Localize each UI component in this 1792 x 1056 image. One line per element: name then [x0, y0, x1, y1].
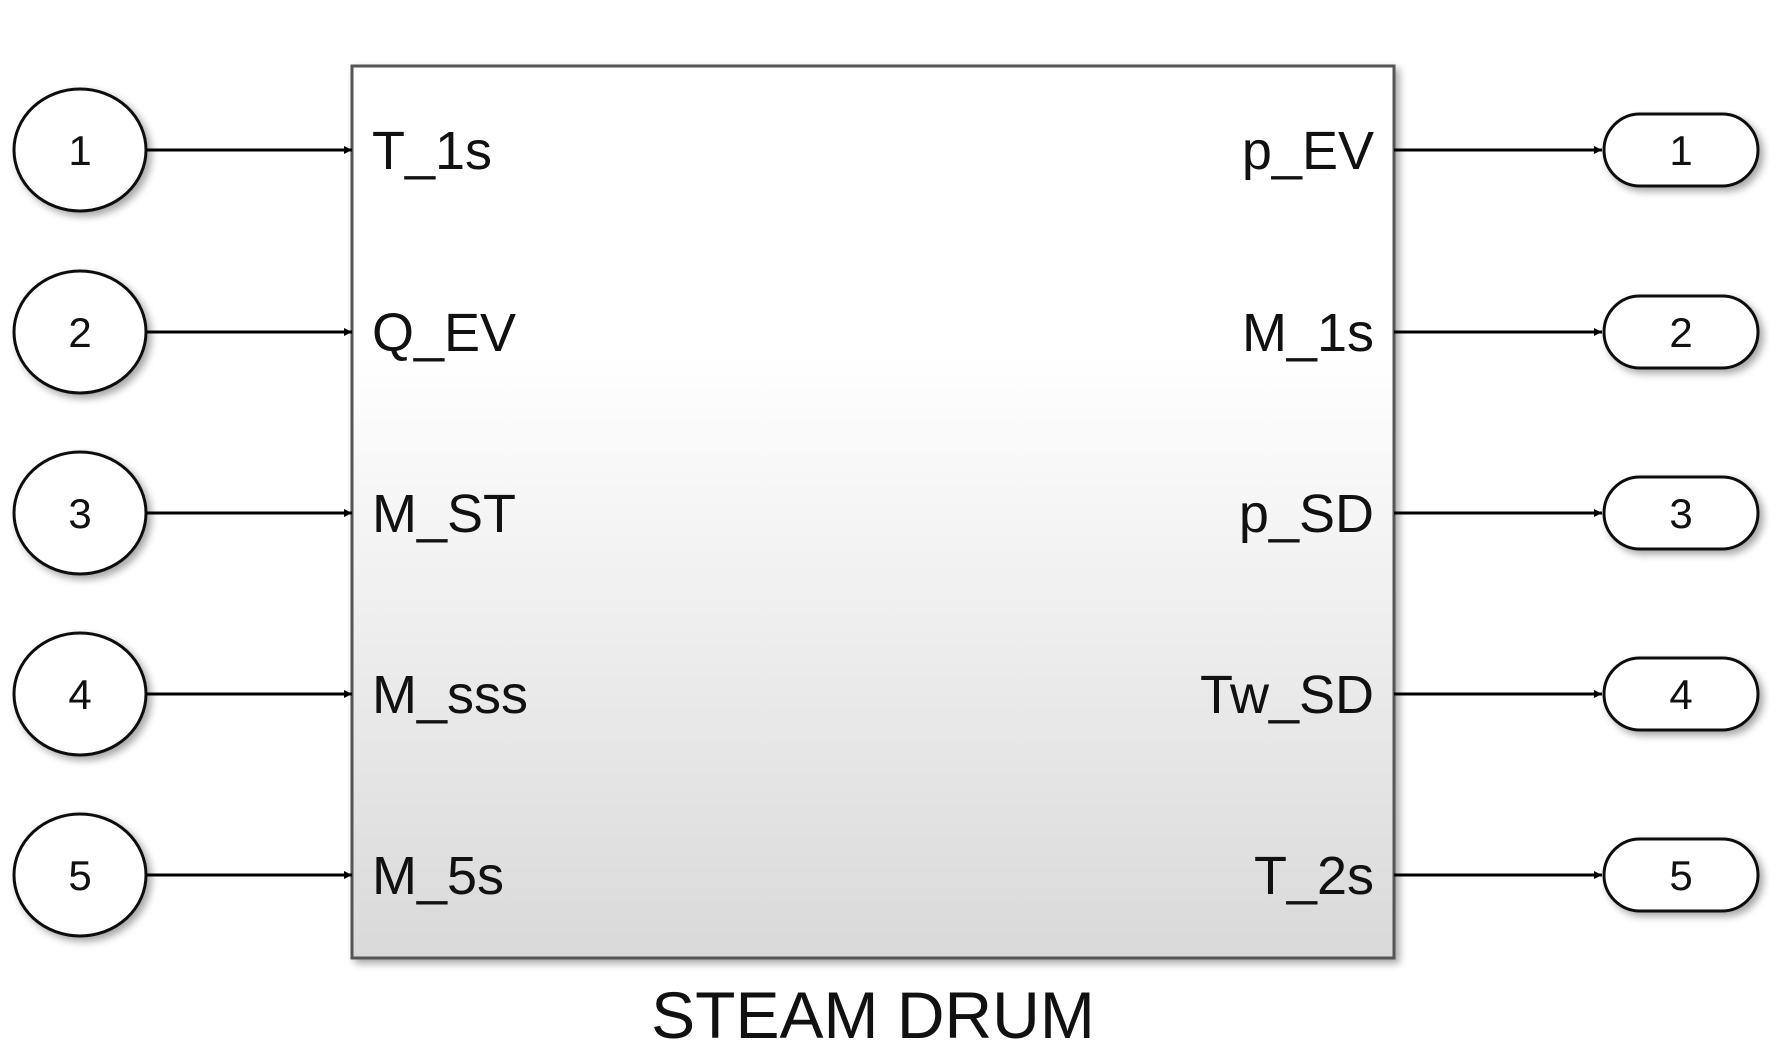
output-port-label: T_2s: [1254, 846, 1374, 906]
inport-number: 1: [68, 127, 91, 174]
outport-number: 2: [1669, 309, 1692, 356]
input-ports: 1 T_1s 2 Q_EV 3 M_ST 4 M_sss 5 M_5s: [12, 87, 528, 938]
outport-number: 3: [1669, 490, 1692, 537]
block-title: STEAM DRUM: [651, 978, 1095, 1052]
outport-2[interactable]: M_1s 2: [1242, 294, 1760, 370]
outport-number: 4: [1669, 671, 1692, 718]
outport-1[interactable]: p_EV 1: [1242, 112, 1760, 188]
input-port-label: M_5s: [372, 846, 504, 906]
inport-5[interactable]: 5 M_5s: [12, 812, 504, 938]
inport-number: 2: [68, 309, 91, 356]
inport-1[interactable]: 1 T_1s: [12, 87, 492, 213]
inport-number: 5: [68, 852, 91, 899]
input-port-label: Q_EV: [372, 303, 516, 363]
input-port-label: M_sss: [372, 665, 528, 725]
inport-4[interactable]: 4 M_sss: [12, 631, 528, 757]
outport-number: 1: [1669, 127, 1692, 174]
input-port-label: M_ST: [372, 484, 516, 544]
output-port-label: p_SD: [1239, 484, 1374, 544]
output-port-label: Tw_SD: [1200, 665, 1374, 725]
inport-3[interactable]: 3 M_ST: [12, 450, 516, 576]
outport-oval: [1602, 837, 1760, 913]
input-port-label: T_1s: [372, 121, 492, 181]
outport-number: 5: [1669, 852, 1692, 899]
outport-oval: [1602, 475, 1760, 551]
output-port-label: M_1s: [1242, 303, 1374, 363]
outport-5[interactable]: T_2s 5: [1254, 837, 1760, 913]
outport-oval: [1602, 112, 1760, 188]
outport-oval: [1602, 656, 1760, 732]
outport-4[interactable]: Tw_SD 4: [1200, 656, 1760, 732]
outport-oval: [1602, 294, 1760, 370]
inport-2[interactable]: 2 Q_EV: [12, 269, 516, 395]
output-ports: p_EV 1M_1s 2 p_SD 3Tw_SD 4T_2s 5: [1200, 112, 1760, 913]
outport-3[interactable]: p_SD 3: [1239, 475, 1760, 551]
steam-drum-block[interactable]: [350, 64, 1396, 960]
inport-number: 3: [68, 490, 91, 537]
output-port-label: p_EV: [1242, 121, 1374, 181]
inport-number: 4: [68, 671, 91, 718]
